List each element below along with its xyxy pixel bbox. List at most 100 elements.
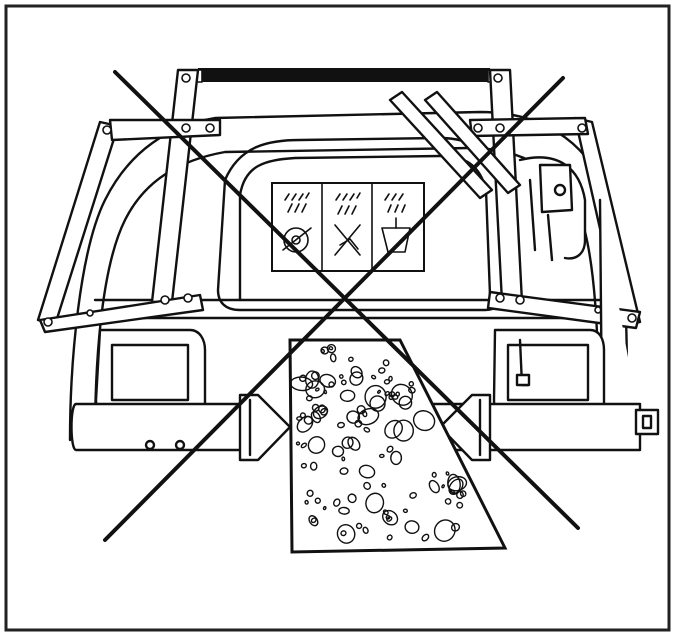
aggregate-pebble (428, 479, 440, 494)
aggregate-pebble (333, 498, 341, 507)
aggregate-pebble (378, 367, 386, 374)
aggregate-pebble (383, 378, 391, 385)
aggregate-pebble (340, 530, 347, 537)
aggregate-pebble (331, 445, 345, 458)
aggregate-pebble (314, 497, 321, 504)
aggregate-pebble (456, 490, 464, 500)
aggregate-pebble (339, 467, 349, 475)
aggregate-pebble (340, 379, 347, 386)
aggregate-pebble (388, 375, 393, 382)
aggregate-pebble (354, 419, 363, 428)
aggregate-pebble (337, 421, 345, 429)
aggregate-pebble (431, 471, 437, 478)
right-lower-pod (492, 328, 606, 422)
warning-decal (271, 182, 425, 272)
aggregate-pebble (328, 381, 335, 388)
concrete-block (288, 338, 508, 554)
aggregate-pebble (295, 441, 301, 446)
aggregate-pebble (441, 484, 445, 489)
aggregate-pebble (447, 475, 468, 492)
top-handle (179, 68, 511, 83)
aggregate-pebble (386, 516, 393, 522)
aggregate-pebble (456, 501, 464, 509)
aggregate-pebble (449, 489, 455, 495)
aggregate-pebble (304, 499, 309, 505)
aggregate-pebble (336, 523, 356, 544)
aggregate-pebble (299, 412, 306, 419)
aggregate-pebble (358, 464, 376, 479)
aggregate-pebble (356, 405, 366, 415)
aggregate-pebble (346, 410, 361, 424)
aggregate-pebble (370, 374, 377, 380)
aggregate-pebble (361, 410, 368, 418)
aggregate-pebble (349, 371, 364, 386)
aggregate-pebble (386, 445, 394, 453)
crossed-out-brush-icon (334, 192, 361, 256)
left-lower-pod (94, 328, 207, 424)
aggregate-pebble (362, 526, 369, 534)
aggregate-pebble (350, 365, 363, 379)
hydraulic-hoses (388, 90, 642, 434)
aggregate-pebble (365, 492, 385, 514)
aggregate-pebble (390, 383, 414, 406)
aggregate-pebble (300, 462, 307, 469)
aggregate-pebble (310, 410, 322, 424)
aggregate-pebble (296, 415, 314, 433)
aggregate-pebble (393, 419, 415, 442)
aggregate-pebble (300, 442, 308, 449)
aggregate-pebble (363, 481, 372, 490)
aggregate-pebble (289, 376, 314, 392)
aggregate-pebble (386, 534, 393, 541)
aggregate-pebble (384, 419, 403, 439)
aggregate-pebble (408, 381, 415, 387)
aggregate-pebble (312, 405, 329, 420)
aggregate-pebble (377, 389, 381, 394)
aggregate-pebble (341, 456, 346, 462)
aggregate-pebble (381, 482, 387, 488)
aggregate-pebble (421, 533, 430, 542)
left-pulley-cone (238, 393, 292, 462)
aggregate-pebble (355, 522, 363, 530)
right-linkage-pins (473, 73, 637, 323)
prohibition-cross (103, 70, 580, 542)
aggregate-pebble (322, 505, 327, 511)
aggregate-pebble (320, 348, 326, 354)
aggregate-pebble (408, 386, 416, 394)
aggregate-pebble (309, 461, 318, 471)
aggregate-pebble (398, 395, 413, 410)
aggregate-pebble (363, 426, 371, 433)
aggregate-pebble (444, 498, 452, 505)
aggregate-pebble (338, 374, 344, 379)
aggregate-pebble (385, 514, 391, 520)
aggregate-pebble (317, 404, 327, 414)
aggregate-pebble (348, 356, 354, 363)
aggregate-pebble (305, 395, 313, 402)
aggregate-pebble (314, 387, 320, 392)
aggregate-pebble (388, 394, 394, 401)
aggregate-pebble (433, 519, 456, 542)
aggregate-pebble (319, 373, 337, 388)
left-linkage-pins (43, 73, 215, 327)
aggregate-pebble (445, 471, 450, 476)
aggregate-pebble (382, 359, 390, 367)
aggregate-pebble (381, 509, 399, 526)
aggregate-pebble (404, 520, 420, 535)
aggregate-pebble (328, 346, 334, 351)
aggregate-pebble (308, 515, 319, 527)
aggregate-pebble (341, 436, 354, 450)
aggregate-pebble (364, 384, 387, 409)
water-bucket-icon (381, 193, 411, 253)
aggregate-pebble (409, 491, 418, 499)
aggregate-pebble (338, 506, 350, 515)
aggregate-pebble (459, 490, 467, 498)
aggregate-pebble (412, 410, 436, 432)
aggregate-pebble (402, 508, 408, 514)
aggregate-pebble (310, 517, 317, 524)
aggregate-pebble (320, 407, 328, 416)
aggregate-pebble (304, 370, 320, 389)
aggregate-pebble (307, 436, 326, 454)
aggregate-pebble (339, 389, 356, 403)
aggregate-pebble (347, 493, 357, 504)
aggregate-pebble (390, 450, 403, 466)
